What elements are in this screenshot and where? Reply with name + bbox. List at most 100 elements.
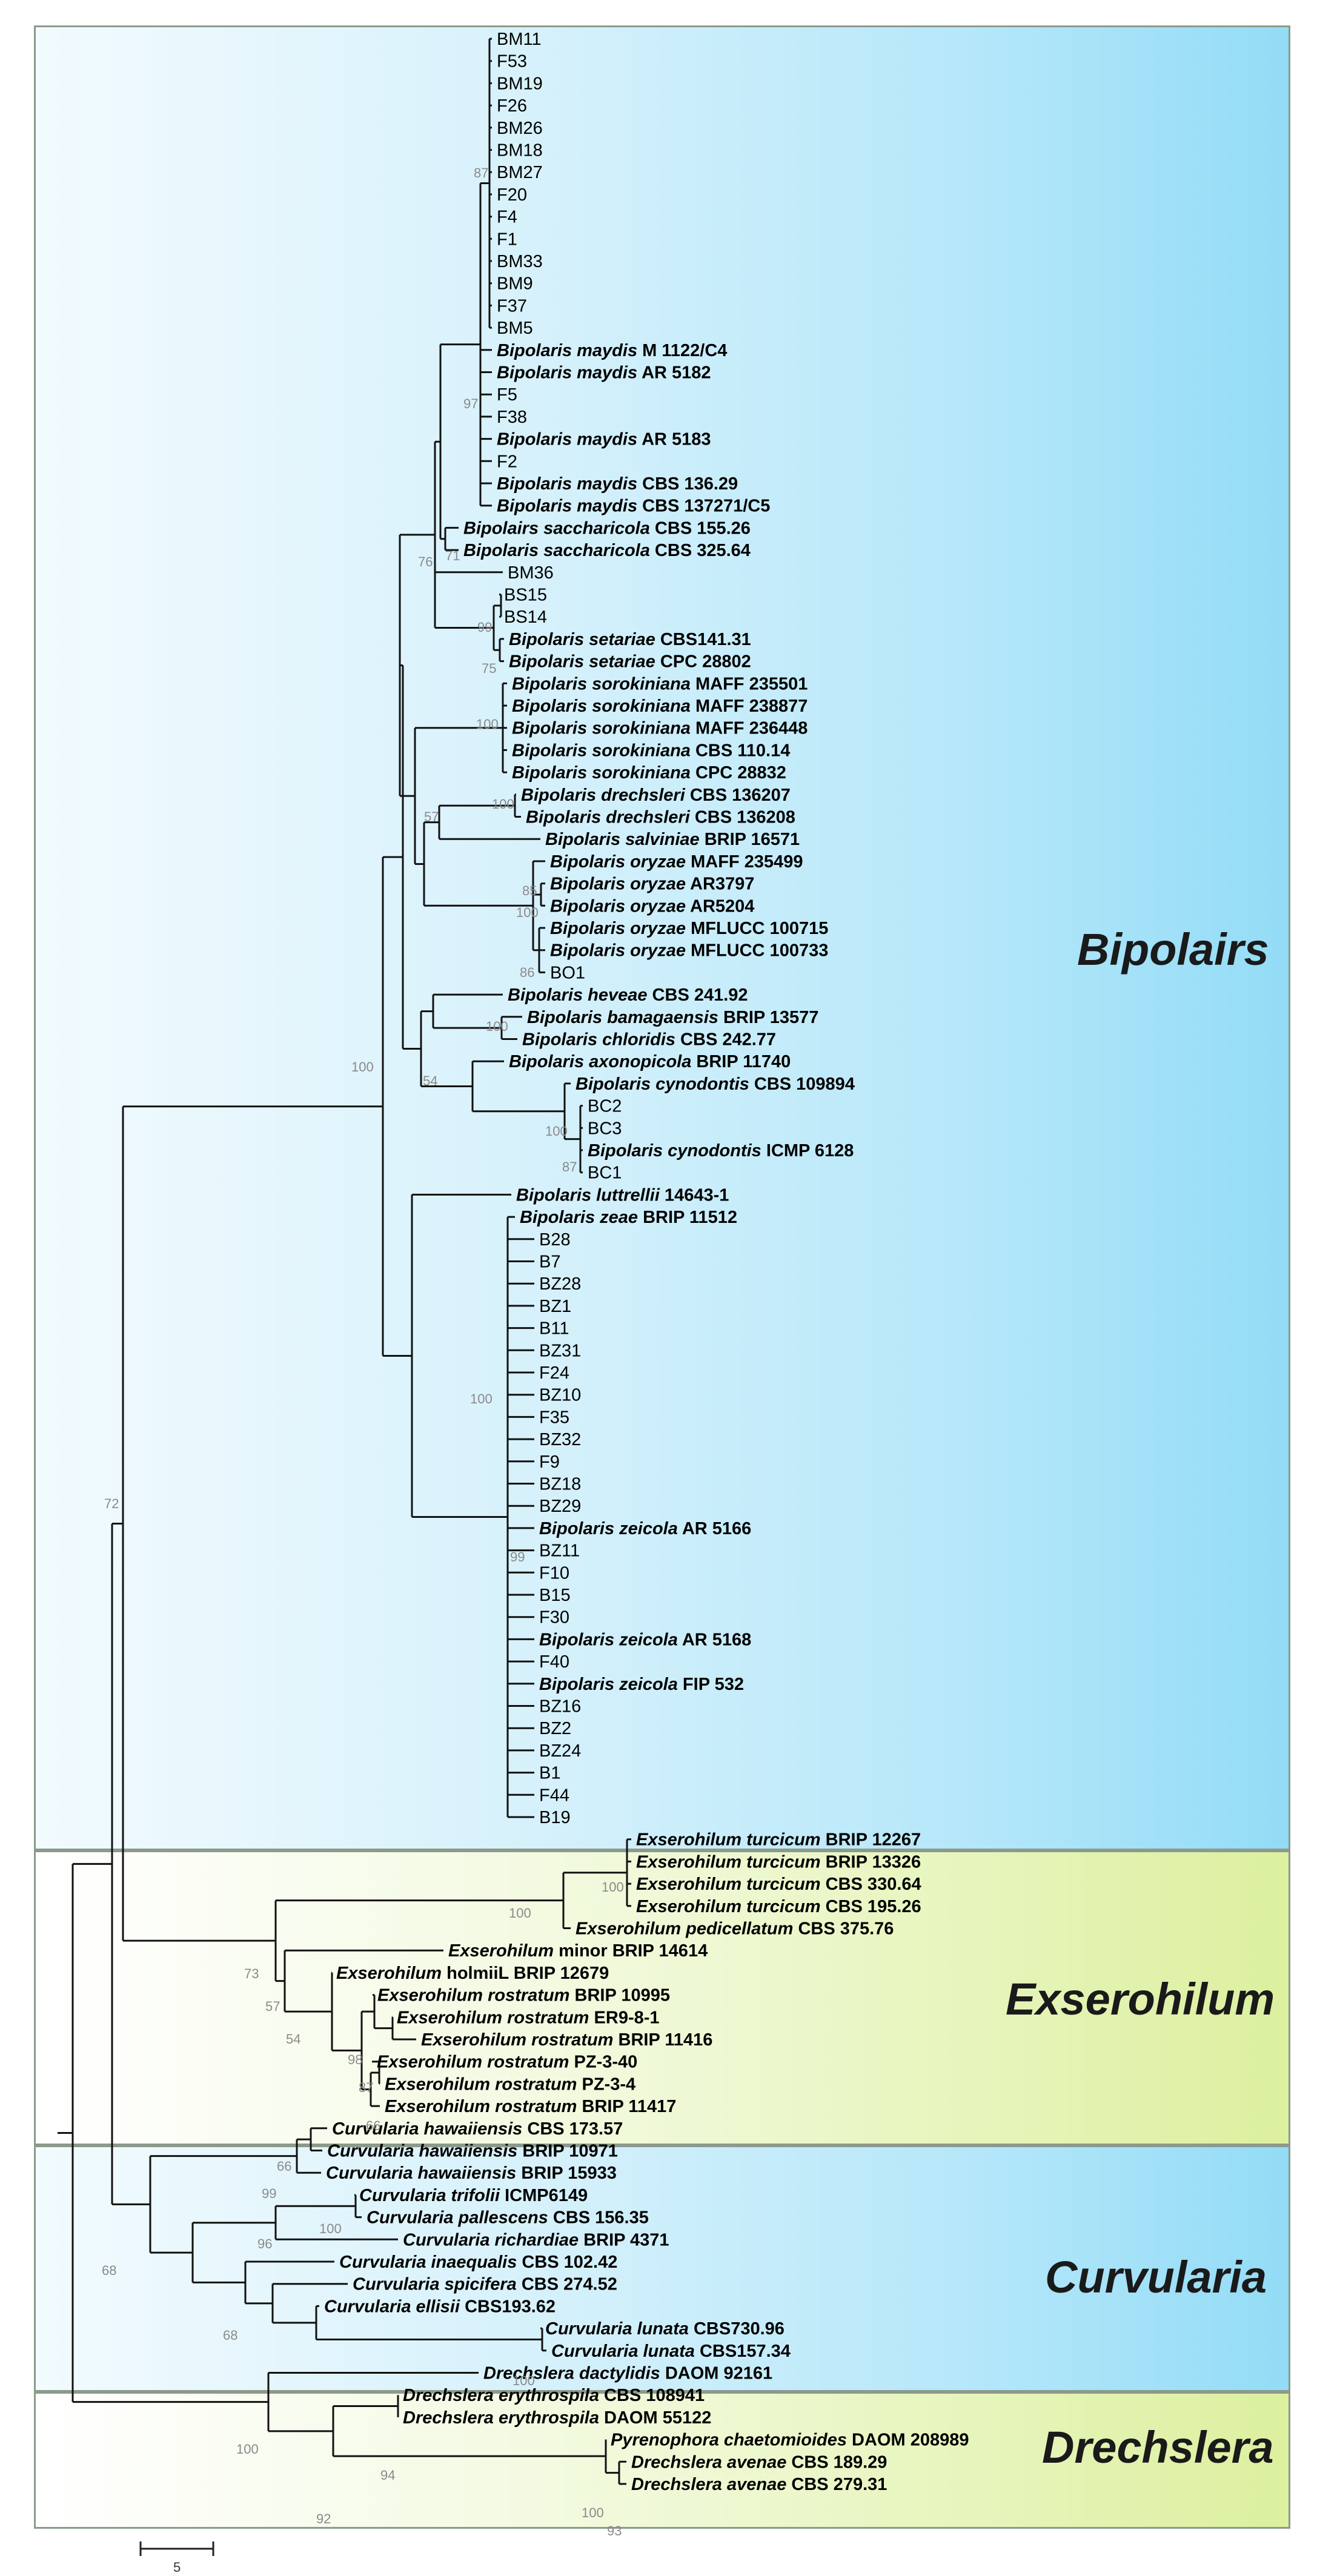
taxon-label: Exserohilum rostratum BRIP 11416 [421, 2030, 712, 2050]
strain-id: CBS730.96 [689, 2319, 785, 2339]
taxon-label: Exserohilum rostratum PZ-3-4 [385, 2074, 635, 2094]
bootstrap-value: 100 [486, 1019, 508, 1034]
taxon-label: Drechslera erythrospila CBS 108941 [403, 2386, 705, 2405]
species-name: Exserohilum rostratum [385, 2074, 577, 2094]
bootstrap-value: 57 [424, 809, 439, 824]
species-name: Curvularia spicifera [353, 2275, 517, 2294]
taxon-label: Bipolaris drechsleri CBS 136208 [526, 808, 795, 827]
taxon-label: B1 [539, 1764, 560, 1783]
taxon-label: Bipolaris maydis M 1122/C4 [497, 341, 727, 360]
bipolairs-panel [34, 25, 1290, 1850]
strain-id: PZ-3-40 [569, 2053, 637, 2072]
strain-id: BRIP 11416 [613, 2030, 712, 2050]
strain-id: CBS 274.52 [517, 2275, 617, 2294]
taxon-label: Bipolaris sorokiniana CPC 28832 [512, 763, 786, 783]
species-name: Bipolaris maydis [497, 497, 637, 516]
taxon-label: Curvularia hawaiiensis BRIP 15933 [326, 2164, 617, 2183]
species-name: Exserohilum rostratum [397, 2008, 589, 2027]
species-name: Curvularia pallescens [367, 2208, 548, 2228]
species-name: Pyrenophora chaetomioides [611, 2431, 847, 2450]
strain-id: DAOM 55122 [599, 2408, 711, 2428]
taxon-label: Bipolaris luttrellii 14643-1 [516, 1185, 729, 1205]
species-name: Bipolaris setariae [509, 630, 655, 649]
strain-id: CPC 28802 [655, 652, 751, 672]
strain-id: BRIP 11740 [691, 1052, 791, 1071]
bootstrap-value: 87 [474, 165, 488, 180]
taxon-label: Exserohilum turcicum BRIP 12267 [636, 1830, 921, 1850]
strain-id: MAFF 235499 [686, 852, 803, 872]
species-name: Bipolaris bamagaensis [527, 1008, 718, 1027]
strain-id: MFLUCC 100733 [686, 941, 828, 961]
strain-id: CBS 173.57 [522, 2119, 623, 2139]
taxon-label: F2 [497, 452, 517, 471]
strain-id: holmiiL BRIP 12679 [442, 1964, 609, 1983]
strain-id: CBS 279.31 [786, 2475, 887, 2494]
strain-id: MAFF 235501 [691, 674, 808, 694]
taxon-label: Bipolaris setariae CPC 28802 [509, 652, 751, 672]
taxon-label: Drechslera dactylidis DAOM 92161 [483, 2364, 772, 2383]
strain-id: minor BRIP 14614 [554, 1941, 708, 1961]
exserohilum-panel [34, 1850, 1290, 2145]
species-name: Curvularia lunata [545, 2319, 689, 2339]
taxon-label: BM19 [497, 74, 543, 93]
species-name: Bipolaris sorokiniana [512, 763, 691, 783]
species-name: Exserohilum pedicellatum [576, 1919, 793, 1939]
species-name: Bipolaris cynodontis [576, 1074, 749, 1094]
species-name: Bipolaris zeicola [539, 1675, 678, 1694]
strain-id: AR 5168 [678, 1630, 751, 1649]
bootstrap-value: 96 [257, 2236, 272, 2251]
taxon-label: F10 [539, 1563, 569, 1583]
taxon-label: Bipolaris maydis CBS 136.29 [497, 474, 738, 494]
taxon-label: Exserohilum pedicellatum CBS 375.76 [576, 1919, 894, 1939]
bootstrap-value: 100 [319, 2221, 342, 2236]
taxon-label: Bipolaris bamagaensis BRIP 13577 [527, 1008, 818, 1027]
taxon-label: Bipolaris zeae BRIP 11512 [520, 1208, 737, 1227]
species-name: Curvularia hawaiiensis [332, 2119, 522, 2139]
species-name: Bipolaris sorokiniana [512, 719, 691, 738]
taxon-label: Bipolaris oryzae MAFF 235499 [550, 852, 803, 872]
bootstrap-value: 94 [380, 2468, 395, 2483]
taxon-label: Bipolaris oryzae AR5204 [550, 896, 754, 916]
taxon-label: BM18 [497, 141, 543, 161]
taxon-label: F24 [539, 1363, 569, 1383]
taxon-label: BC2 [588, 1097, 622, 1116]
species-name: Drechslera avenae [631, 2452, 786, 2472]
species-name: Exserohilum rostratum [377, 2053, 569, 2072]
taxon-label: Bipolaris maydis CBS 137271/C5 [497, 497, 770, 516]
taxon-label: Bipolairs saccharicola CBS 155.26 [463, 518, 751, 538]
bootstrap-value: 99 [262, 2186, 276, 2201]
species-name: Bipolaris maydis [497, 430, 637, 449]
taxon-label: BZ18 [539, 1475, 581, 1494]
species-name: Exserohilum [448, 1941, 554, 1961]
bootstrap-value: 68 [223, 2328, 237, 2343]
species-name: Bipolaris oryzae [550, 875, 686, 894]
taxon-label: F9 [539, 1452, 560, 1472]
taxon-label: BZ28 [539, 1274, 581, 1294]
strain-id: CBS 375.76 [793, 1919, 894, 1939]
taxon-label: Drechslera erythrospila DAOM 55122 [403, 2408, 711, 2428]
bootstrap-value: 100 [513, 2373, 535, 2388]
species-name: Exserohilum turcicum [636, 1897, 821, 1916]
species-name: Curvularia trifolii [359, 2186, 500, 2205]
taxon-label: BZ29 [539, 1497, 581, 1516]
strain-id: CBS 110.14 [691, 741, 790, 760]
taxon-label: Exserohilum minor BRIP 14614 [448, 1941, 708, 1961]
strain-id: CBS 195.26 [821, 1897, 921, 1916]
curvularia-panel [34, 2145, 1290, 2392]
species-name: Bipolaris sorokiniana [512, 741, 691, 760]
taxon-label: Bipolaris setariae CBS141.31 [509, 630, 751, 649]
taxon-label: Exserohilum rostratum ER9-8-1 [397, 2008, 660, 2027]
taxon-label: Bipolaris oryzae MFLUCC 100733 [550, 941, 828, 961]
strain-id: CBS193.62 [460, 2297, 556, 2316]
strain-id: BRIP 11512 [638, 1208, 737, 1227]
taxon-label: F30 [539, 1608, 569, 1627]
strain-id: DAOM 208989 [847, 2431, 969, 2450]
clade-label-curvularia: Curvularia [1045, 2252, 1267, 2302]
bootstrap-value: 100 [236, 2442, 259, 2457]
scale-bar-label: 5 [173, 2560, 181, 2575]
bootstrap-value: 100 [476, 717, 499, 732]
species-name: Exserohilum rostratum [377, 1986, 569, 2005]
taxon-label: Exserohilum turcicum CBS 330.64 [636, 1875, 921, 1894]
taxon-label: F20 [497, 185, 527, 205]
